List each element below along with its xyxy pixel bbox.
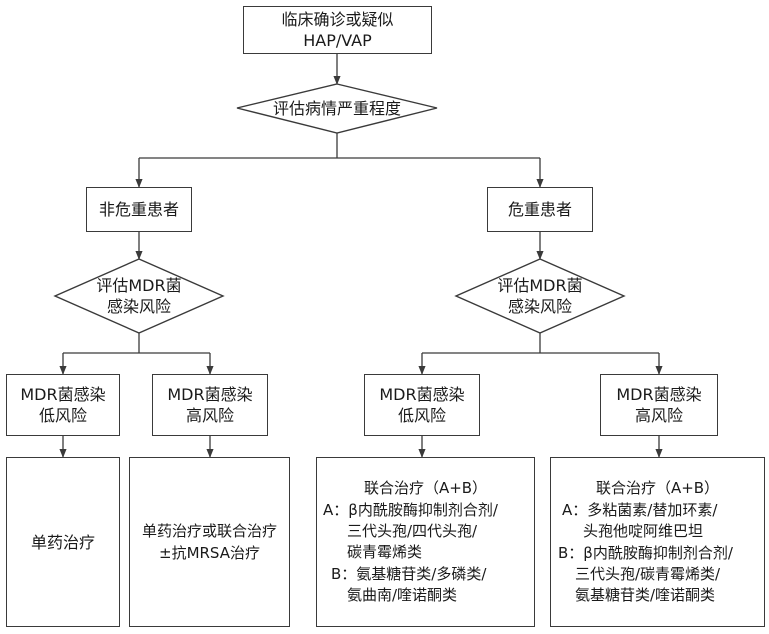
right-low-risk-line2: 低风险 (397, 406, 446, 425)
c-low-risk-a-line3: 碳青霉烯类 (347, 543, 423, 561)
c-low-risk-a-line2: 三代头孢/四代头孢/ (347, 522, 478, 540)
non-critical-box: 非危重患者 (86, 187, 192, 232)
severity-label: 评估病情严重程度 (237, 84, 437, 133)
severity-text: 评估病情严重程度 (272, 99, 401, 118)
critical-text: 危重患者 (507, 200, 572, 219)
left-mdr-diamond (53, 258, 225, 334)
c-low-risk-a-line1: A：β内酰胺酶抑制剂合剂/ (323, 501, 498, 519)
right-high-risk-line2: 高风险 (634, 406, 683, 425)
right-mdr-line1: 评估MDR菌 (497, 276, 583, 295)
left-mdr-label: 评估MDR菌 感染风险 (55, 259, 223, 333)
left-high-risk-line2: 高风险 (185, 406, 234, 425)
c-low-risk-b-line1: B：氨基糖苷类/多磷类/ (331, 565, 487, 583)
critical-box: 危重患者 (487, 187, 593, 232)
right-mdr-label: 评估MDR菌 感染风险 (456, 259, 624, 333)
right-low-risk-line1: MDR菌感染 (379, 385, 465, 404)
c-low-risk-title: 联合治疗（A+B） (363, 479, 488, 497)
left-mdr-line2: 感染风险 (106, 297, 171, 316)
left-high-risk-box: MDR菌感染 高风险 (152, 374, 268, 436)
c-low-risk-b-line2: 氨曲南/喹诺酮类 (347, 586, 458, 604)
left-low-risk-box: MDR菌感染 低风险 (6, 374, 120, 436)
nc-high-risk-treatment-line1: 单药治疗或联合治疗 (141, 522, 277, 540)
c-high-risk-a-line2: 头孢他啶阿维巴坦 (583, 522, 704, 540)
c-high-risk-b-line3: 氨基糖苷类/喹诺酮类 (575, 586, 716, 604)
c-low-risk-treatment-box (316, 457, 535, 627)
left-low-risk-line1: MDR菌感染 (20, 385, 106, 404)
c-high-risk-treatment-box (550, 457, 765, 627)
c-high-risk-title: 联合治疗（A+B） (595, 479, 720, 497)
nc-high-risk-treatment-box: 单药治疗或联合治疗 ±抗MRSA治疗 (129, 457, 290, 627)
c-high-risk-b-line1: B：β内酰胺酶抑制剂合剂/ (558, 544, 733, 562)
single-drug-treatment-text: 单药治疗 (30, 532, 95, 552)
right-high-risk-line1: MDR菌感染 (616, 385, 702, 404)
left-mdr-line1: 评估MDR菌 (96, 276, 182, 295)
start-line2: HAP/VAP (303, 31, 372, 50)
right-mdr-line2: 感染风险 (507, 297, 572, 316)
c-high-risk-b-line2: 三代头孢/碳青霉烯类/ (575, 565, 721, 583)
nc-high-risk-treatment-line2: ±抗MRSA治疗 (159, 544, 260, 562)
start-box: 临床确诊或疑似 HAP/VAP (243, 6, 432, 54)
non-critical-text: 非危重患者 (98, 200, 179, 219)
left-high-risk-line1: MDR菌感染 (167, 385, 253, 404)
start-line1: 临床确诊或疑似 (281, 10, 394, 29)
left-low-risk-line2: 低风险 (38, 406, 87, 425)
right-high-risk-box: MDR菌感染 高风险 (600, 374, 718, 436)
right-low-risk-box: MDR菌感染 低风险 (364, 374, 480, 436)
single-drug-treatment-box: 单药治疗 (6, 457, 120, 627)
severity-diamond (236, 83, 438, 134)
c-high-risk-a-line1: A：多粘菌素/替加环素/ (562, 501, 718, 519)
right-mdr-diamond (454, 258, 626, 334)
